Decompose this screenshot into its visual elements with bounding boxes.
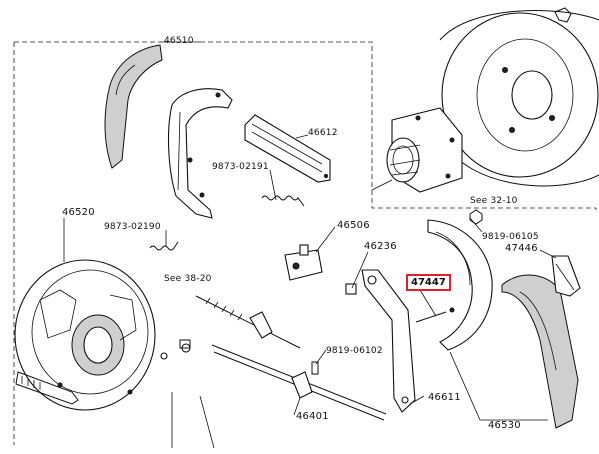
label-46520: 46520 [62, 207, 95, 218]
bolt-9819-06105 [469, 209, 483, 225]
brake-shoe-upper [167, 88, 233, 219]
assembly-frame [13, 41, 597, 445]
label-46236: 46236 [364, 241, 397, 252]
return-spring-upper [261, 195, 305, 207]
label-46506: 46506 [337, 220, 370, 231]
label-46612: 46612 [308, 128, 338, 138]
label-9819-06102: 9819-06102 [326, 346, 383, 356]
brake-shoe-right [415, 219, 493, 351]
wheel-cylinder [284, 244, 323, 281]
axle-flange [371, 107, 463, 193]
bolt-9819-06102 [311, 361, 319, 375]
washer-small [160, 352, 168, 360]
label-9819-06105: 9819-06105 [482, 232, 539, 242]
backing-plate [14, 259, 156, 411]
label-46611: 46611 [428, 392, 461, 403]
clip-47446 [551, 255, 581, 297]
leader-lines [63, 41, 557, 449]
label-9873-02190: 9873-02190 [104, 222, 161, 232]
label-47447-highlighted[interactable]: 47447 [406, 274, 451, 291]
label-46401: 46401 [296, 411, 329, 422]
brake-lining-right [501, 274, 579, 429]
label-see-32-10: See 32-10 [470, 196, 518, 206]
label-47446: 47446 [505, 243, 538, 254]
adjuster-screw [195, 295, 301, 349]
parking-lever [361, 269, 416, 413]
return-spring-left [149, 241, 179, 251]
label-46530: 46530 [488, 420, 521, 431]
pin-small [179, 339, 191, 349]
label-see-38-20: See 38-20 [164, 274, 212, 284]
brake-drum [439, 7, 599, 187]
label-9873-02191: 9873-02191 [212, 162, 269, 172]
brake-lining-left [104, 44, 163, 169]
adjuster-plate [244, 114, 331, 183]
parking-brake-cable [181, 343, 387, 421]
label-46510: 46510 [164, 36, 194, 46]
pin-46236 [345, 283, 357, 295]
